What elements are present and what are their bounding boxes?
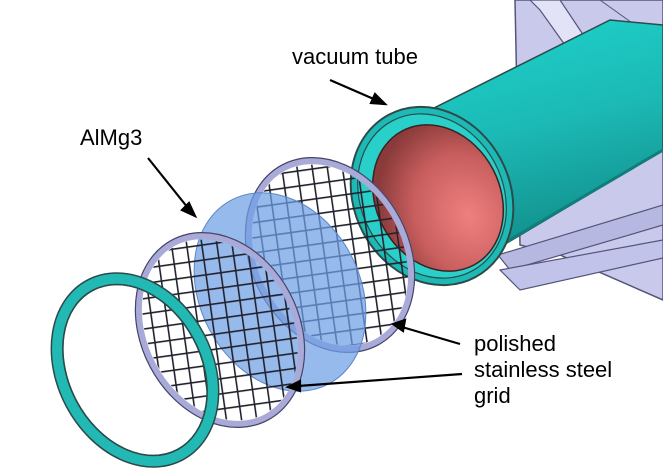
arrow-vacuum-tube — [329, 78, 377, 102]
arrow-almg3 — [147, 157, 189, 209]
arrow-grid-back — [401, 325, 461, 346]
label-steel-grid-line1: polished — [474, 331, 556, 356]
label-steel-grid-line2: stainless steel — [474, 357, 613, 382]
label-almg3: AlMg3 — [80, 125, 143, 150]
label-steel-grid-line3: grid — [474, 383, 511, 408]
label-steel-grid: polished stainless steel grid — [474, 331, 612, 409]
label-vacuum-tube: vacuum tube — [292, 44, 418, 69]
arrow-grid-front — [297, 372, 463, 388]
callout-arrows — [147, 78, 463, 393]
clamp-ring — [50, 272, 220, 468]
